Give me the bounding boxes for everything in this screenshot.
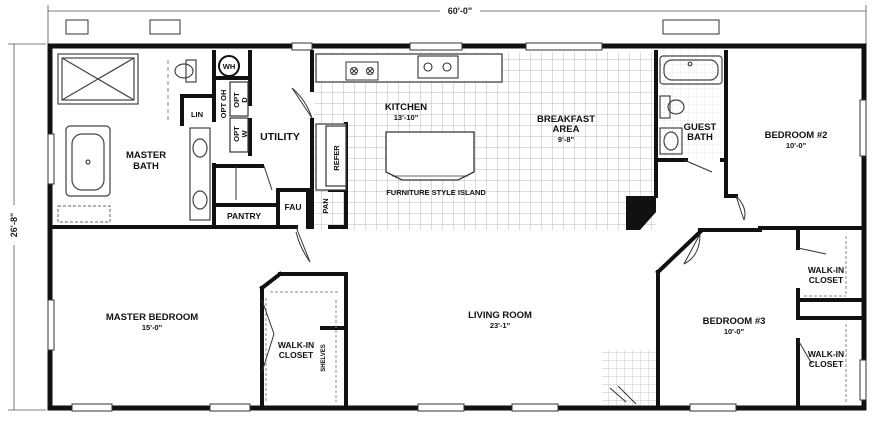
cooktop xyxy=(345,61,379,81)
breakfast-label: BREAKFAST xyxy=(537,114,595,125)
pan-label: PAN xyxy=(321,198,330,213)
living-room-size: 23'-1" xyxy=(490,321,511,330)
living-room-label: LIVING ROOM xyxy=(468,310,532,321)
fau-label: FAU xyxy=(285,202,302,212)
width-dimension xyxy=(47,5,867,44)
master-walkin-label-2: CLOSET xyxy=(279,350,314,360)
depth-dimension-label: 26'-8" xyxy=(9,213,19,237)
island-label: FURNITURE STYLE ISLAND xyxy=(386,188,486,197)
guest-bath-label-2: BATH xyxy=(687,132,713,143)
opt-d-label: OPT xyxy=(232,92,241,108)
bedroom2-size: 10'-0" xyxy=(786,141,807,150)
guest-bath-label: GUEST xyxy=(684,122,717,133)
opt-d-label-2: D xyxy=(240,97,249,103)
refrigerator xyxy=(325,125,347,187)
master-bath-label-2: BATH xyxy=(133,161,159,172)
water-heater xyxy=(218,55,240,77)
breakfast-size: 9'-8" xyxy=(558,135,575,144)
refer-label: REFER xyxy=(332,145,341,171)
shelves-label: SHELVES xyxy=(321,344,327,372)
master-tub xyxy=(65,125,111,197)
entry-tile-floor xyxy=(602,350,658,406)
door-swings xyxy=(235,87,827,405)
master-walkin-label: WALK-IN xyxy=(278,340,314,350)
guest-tub xyxy=(659,55,723,85)
master-bedroom-size: 15'-0" xyxy=(142,323,163,332)
guest-sink xyxy=(659,127,683,155)
closet-shelves xyxy=(265,236,847,402)
lin-label: LIN xyxy=(191,110,203,119)
bedroom2-walkin-label-2: CLOSET xyxy=(809,275,844,285)
kitchen-size: 13'-10" xyxy=(394,113,419,122)
bedroom3-walkin-label-2: CLOSET xyxy=(809,359,844,369)
bedroom3-label: BEDROOM #3 xyxy=(703,316,766,327)
fireplace xyxy=(626,196,656,230)
windows xyxy=(47,19,867,412)
guest-toilet xyxy=(659,95,685,119)
depth-dimension xyxy=(8,43,46,411)
master-bath-closet xyxy=(57,205,111,223)
width-dimension-label: 60'-0" xyxy=(448,6,472,16)
master-toilet xyxy=(174,59,197,83)
washer-dryer xyxy=(229,81,249,153)
master-shower xyxy=(57,53,139,105)
pantry-label: PANTRY xyxy=(227,211,261,221)
opt-oh-label: OPT OH xyxy=(219,90,228,119)
kitchen-label: KITCHEN xyxy=(385,102,427,113)
kitchen-sink xyxy=(417,55,459,79)
breakfast-label-2: AREA xyxy=(553,124,580,135)
master-vanity xyxy=(189,127,211,221)
master-bedroom-label: MASTER BEDROOM xyxy=(106,312,198,323)
opt-w-label-2: W xyxy=(240,130,249,138)
bedroom3-walkin-label: WALK-IN xyxy=(808,349,844,359)
bedroom3-size: 10'-0" xyxy=(724,327,745,336)
master-bath-label: MASTER xyxy=(126,150,166,161)
guest-bath-tile-floor xyxy=(658,52,724,160)
opt-w-label: OPT xyxy=(232,126,241,142)
wh-label: WH xyxy=(223,62,236,71)
bedroom2-label: BEDROOM #2 xyxy=(765,130,828,141)
furniture-style-island xyxy=(385,131,475,181)
bedroom2-walkin-label: WALK-IN xyxy=(808,265,844,275)
utility-label: UTILITY xyxy=(260,131,300,143)
